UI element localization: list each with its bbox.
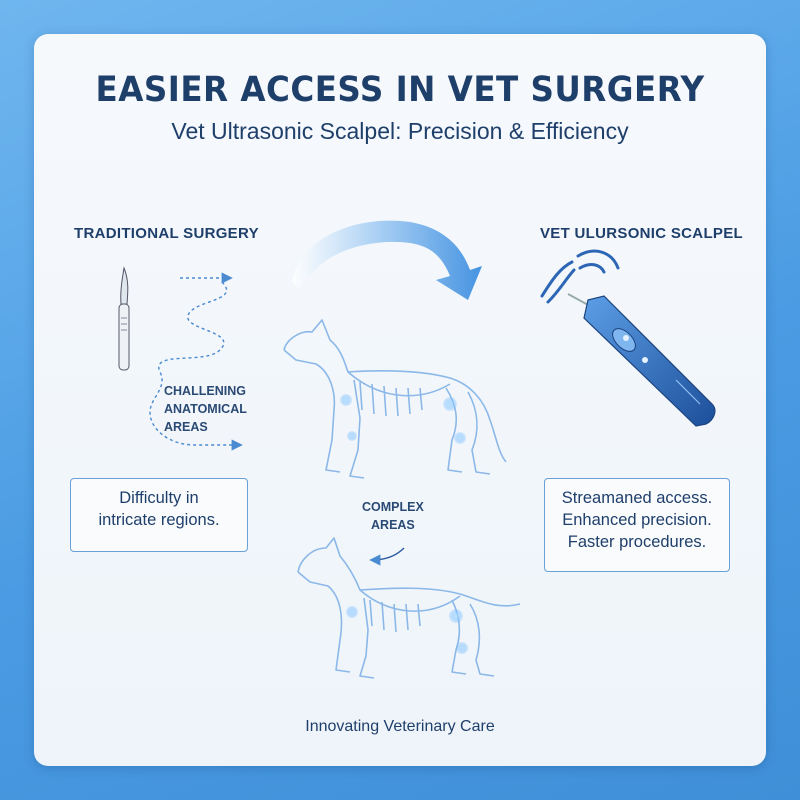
challenging-line-1: CHALLENING [164,384,246,398]
infographic-card [34,34,766,766]
complex-areas-label: COMPLEX AREAS [362,498,424,534]
challenging-line-2: ANATOMICAL [164,402,247,416]
traditional-scalpel-icon [118,266,130,371]
scalpel-info-box: Streamaned access. Enhanced precision. F… [544,478,730,572]
challenging-areas-label: CHALLENING ANATOMICAL AREAS [164,382,247,436]
ultrasonic-scalpel-icon [540,249,716,427]
traditional-box-line-1: Difficulty in [119,489,199,507]
dog-skeleton-upper-icon [283,319,507,479]
scalpel-box-line-2: Enhanced precision. [562,511,712,529]
page-title: EASIER ACCESS IN VET SURGERY [95,70,705,110]
scalpel-box-line-3: Faster procedures. [567,533,707,551]
traditional-surgery-label: TRADITIONAL SURGERY [74,225,259,242]
ultrasonic-scalpel-label: VET ULURSONIC SCALPEL [540,225,743,242]
complex-areas-arrow-icon [369,547,405,566]
complex-line-2: AREAS [371,518,415,532]
footer-tagline: Innovating Veterinary Care [305,718,495,735]
difficult-path-icon [149,272,243,451]
traditional-box-line-2: intricate regions. [98,511,220,529]
dog-skeleton-lower-icon [297,537,521,679]
page-subtitle: Vet Ultrasonic Scalpel: Precision & Effi… [171,118,629,144]
transition-arrow-icon [292,220,482,300]
challenging-line-3: AREAS [164,420,208,434]
scalpel-box-line-1: Streamaned access. [561,489,713,507]
traditional-info-box: Difficulty in intricate regions. [70,478,248,552]
complex-line-1: COMPLEX [362,500,424,514]
